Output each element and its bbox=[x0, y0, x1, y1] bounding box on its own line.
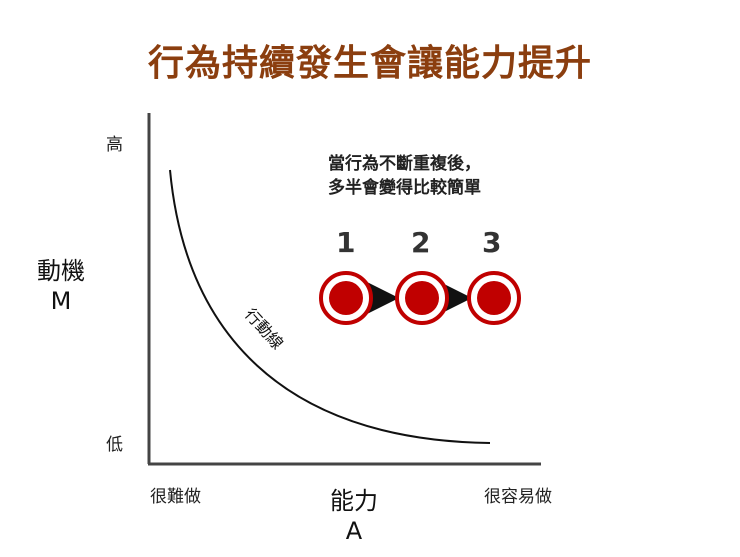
x-axis-left-label: 很難做 bbox=[150, 487, 201, 507]
step-circle-1 bbox=[319, 271, 373, 325]
step-number-2: 2 bbox=[411, 226, 431, 259]
x-axis-label: 能力 bbox=[330, 487, 378, 515]
page-title: 行為持續發生會讓能力提升 bbox=[147, 43, 592, 84]
y-axis-symbol: M bbox=[50, 287, 72, 315]
y-axis-high-label: 高 bbox=[106, 135, 123, 155]
y-axis-title: 動機 M bbox=[28, 256, 94, 316]
step-circle-2 bbox=[395, 271, 449, 325]
y-axis-label: 動機 bbox=[37, 257, 85, 285]
annotation-note: 當行為不斷重複後， 多半會變得比較簡單 bbox=[328, 152, 481, 200]
note-line-2: 多半會變得比較簡單 bbox=[328, 178, 481, 198]
step-number-1: 1 bbox=[336, 226, 356, 259]
x-axis-title: 能力 A bbox=[314, 486, 394, 546]
x-axis-symbol: A bbox=[345, 517, 363, 545]
note-line-1: 當行為不斷重複後， bbox=[328, 154, 481, 174]
x-axis-right-label: 很容易做 bbox=[484, 487, 552, 507]
step-circle-3 bbox=[467, 271, 521, 325]
y-axis-low-label: 低 bbox=[106, 435, 123, 455]
action-line-curve bbox=[169, 169, 491, 444]
step-number-3: 3 bbox=[482, 226, 502, 259]
